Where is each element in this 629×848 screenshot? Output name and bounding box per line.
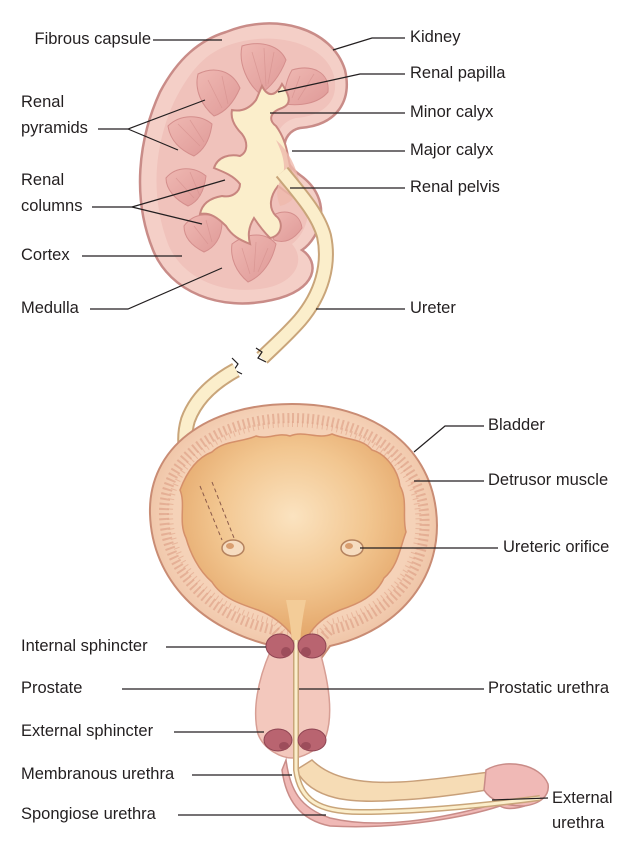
label-renal-pelvis: Renal pelvis [410, 178, 500, 196]
leader-renal-papilla [277, 73, 405, 93]
leader-medulla [90, 267, 223, 310]
urethra-lumen [294, 640, 541, 814]
intramural-ureter-dashed-2 [211, 481, 235, 539]
label-external-urethra-line1: External [552, 789, 613, 807]
ureteric-orifice-left-hole [226, 543, 234, 549]
leader-renal-pyramids-a [98, 99, 206, 130]
bladder [148, 402, 438, 661]
intramural-ureter-dashed-1 [199, 485, 223, 541]
label-external-sphincter: External sphincter [21, 722, 154, 740]
pyramid-striations [175, 47, 315, 275]
label-cortex: Cortex [21, 246, 70, 264]
label-renal-pyramids-line1: Renal [21, 93, 65, 111]
label-membranous-urethra: Membranous urethra [21, 765, 175, 783]
label-minor-calyx: Minor calyx [410, 103, 494, 121]
leader-lines [82, 37, 549, 816]
label-renal-columns-line1: Renal [21, 171, 65, 189]
label-renal-papilla: Renal papilla [410, 64, 506, 82]
label-spongiose-urethra: Spongiose urethra [21, 805, 156, 823]
label-internal-sphincter: Internal sphincter [21, 637, 148, 655]
leader-renal-pyramids-b [127, 128, 179, 151]
label-detrusor-muscle: Detrusor muscle [488, 471, 609, 489]
ureteric-orifice-left [221, 539, 245, 557]
label-kidney: Kidney [410, 28, 461, 46]
bladder-neck [286, 600, 306, 650]
leader-kidney [332, 37, 405, 51]
ureteric-orifice-right-hole [345, 543, 353, 549]
label-major-calyx: Major calyx [410, 141, 494, 159]
label-ureteric-orifice: Ureteric orifice [503, 538, 610, 556]
calyces-and-pelvis [198, 82, 304, 246]
label-fibrous-capsule: Fibrous capsule [34, 30, 151, 48]
detrusor-muscle-texture-inner [166, 420, 422, 635]
penis [281, 640, 549, 828]
ureter-break-mark-upper [255, 347, 267, 363]
label-bladder: Bladder [488, 416, 545, 434]
label-renal-pyramids-line2: pyramids [21, 119, 88, 137]
leader-bladder [413, 425, 484, 453]
label-ureter: Ureter [410, 299, 456, 317]
label-medulla: Medulla [21, 299, 79, 317]
external-sphincter [263, 728, 327, 752]
kidney [138, 22, 348, 375]
leader-renal-columns-b [131, 206, 203, 225]
leader-external-urethra [491, 797, 549, 801]
internal-sphincter [265, 633, 327, 659]
ureter-upper-fill [257, 168, 332, 363]
label-renal-columns-line2: columns [21, 197, 83, 215]
label-external-urethra-line2: urethra [552, 814, 605, 832]
label-prostate: Prostate [21, 679, 83, 697]
label-prostatic-urethra: Prostatic urethra [488, 679, 610, 697]
ureteric-orifice-right [340, 539, 364, 557]
ureter-break-mark-lower [231, 357, 243, 375]
